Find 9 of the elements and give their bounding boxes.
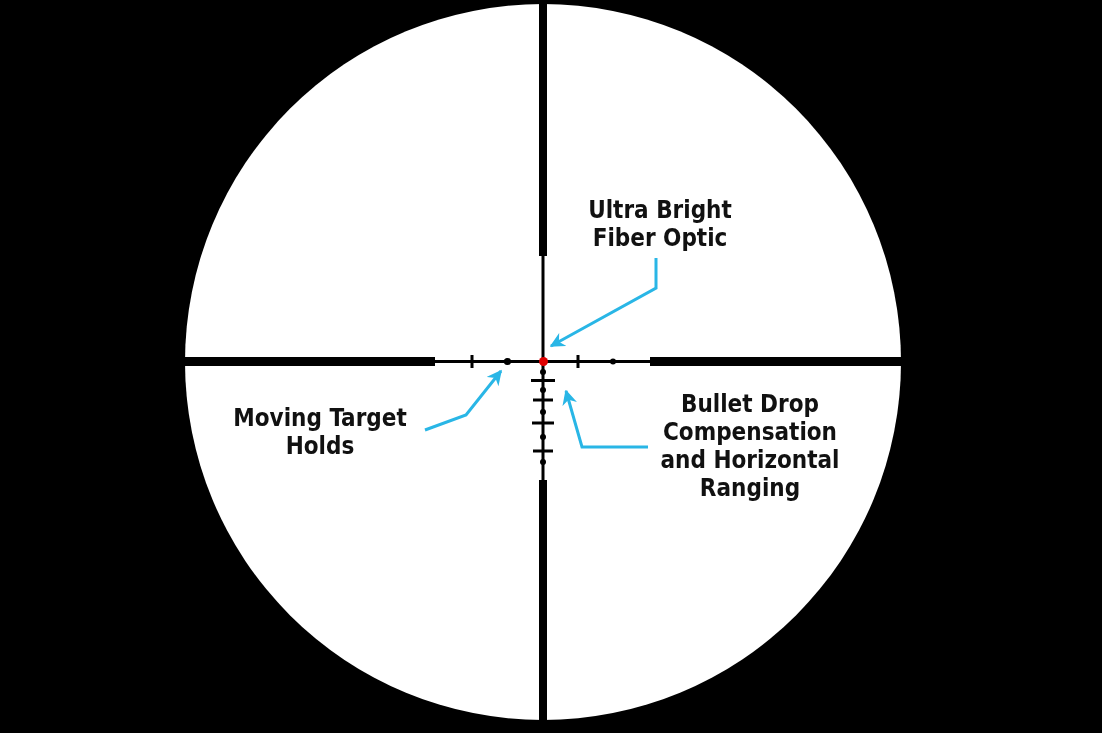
leader-arrow [549, 258, 658, 348]
callout-label: Ultra Bright Fiber Optic [560, 196, 760, 252]
fiber-optic-dot [539, 357, 548, 366]
callout-label: Moving Target Holds [205, 404, 435, 460]
leader-arrow [424, 369, 503, 432]
leader-arrow [562, 389, 648, 449]
callout-label: Bullet Drop Compensation and Horizontal Ranging [650, 390, 850, 502]
hold-mark [503, 358, 511, 365]
holdover-hashmark [531, 378, 555, 382]
